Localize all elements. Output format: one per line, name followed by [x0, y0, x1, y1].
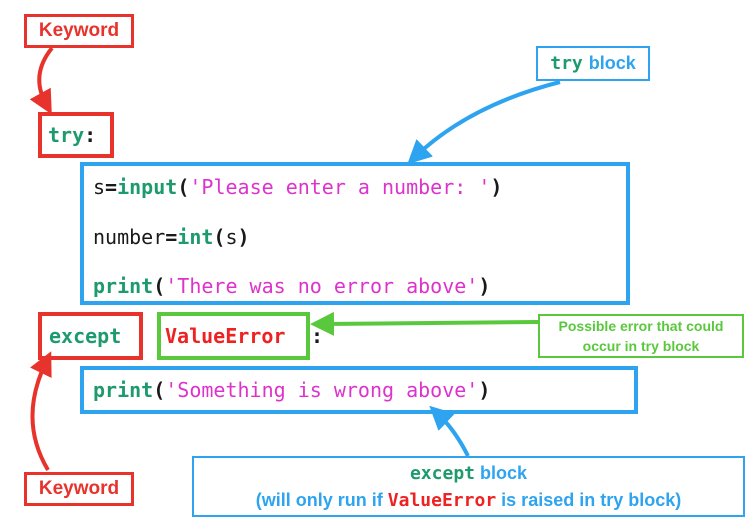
line2-eq: = [165, 225, 178, 249]
except-note-suffix: is raised in try block) [501, 489, 682, 510]
keyword-label-top-text: Keyword [38, 20, 120, 41]
error-arrow [310, 311, 539, 336]
except-colon-wrap: : [311, 321, 323, 351]
line2-open: ( [213, 225, 226, 249]
line2-close: ) [237, 225, 250, 249]
line1-open: ( [177, 175, 190, 199]
possible-error-line2: occur in try block [582, 338, 700, 354]
line1-string: 'Please enter a number: ' [189, 175, 491, 199]
code-line-2: number = int(s) [93, 222, 250, 252]
except-block-note: except block (will only run if ValueErro… [192, 456, 745, 517]
except-block-arrow [429, 405, 470, 457]
line1-eq: = [105, 175, 118, 199]
line1-var: s [93, 175, 106, 199]
error-name-box [157, 312, 310, 360]
keyword-label-bottom: Keyword [24, 472, 134, 506]
try-block-label-keyword: try [550, 53, 583, 74]
except-block-note-keyword: except [409, 462, 475, 484]
line2-arg: s [225, 225, 238, 249]
except-block-note-word: block [480, 462, 528, 483]
line2-func: int [177, 225, 214, 249]
keyword-bottom-arrow [29, 351, 52, 472]
try-colon: : [84, 123, 97, 147]
except-block-note-desc: (will only run if ValueError is raised i… [194, 487, 743, 514]
except-note-error: ValueError [387, 489, 497, 511]
possible-error-note: Possible error that could occur in try b… [538, 314, 744, 358]
except-note-prefix: (will only run if [255, 489, 383, 510]
line3-close: ) [478, 274, 491, 298]
line3-open: ( [153, 274, 166, 298]
line1-close: ) [490, 175, 503, 199]
code-line-1: s = input('Please enter a number: ') [93, 172, 502, 202]
except-keyword: except [49, 324, 122, 348]
except-line: except [49, 321, 121, 351]
except-keyword-box [38, 312, 143, 360]
try-keyword-box [38, 112, 114, 158]
try-line: try: [48, 120, 96, 150]
possible-error-line1: Possible error that could [558, 318, 724, 334]
try-block-label: try block [536, 46, 650, 81]
except-colon: : [311, 324, 324, 348]
error-name: ValueError [165, 324, 286, 348]
line4-open: ( [153, 378, 166, 402]
line4-func: print [93, 378, 154, 402]
line3-func: print [93, 274, 154, 298]
line3-string: 'There was no error above' [165, 274, 479, 298]
keyword-label-top: Keyword [24, 14, 134, 48]
code-line-3: print('There was no error above') [93, 271, 490, 301]
try-block-box [80, 162, 630, 305]
try-keyword: try [48, 123, 85, 147]
keyword-top-arrow [29, 46, 54, 115]
line2-var: number [93, 225, 166, 249]
code-line-4: print('Something is wrong above') [93, 375, 490, 405]
try-block-arrow [407, 80, 561, 165]
keyword-label-bottom-text: Keyword [38, 478, 120, 499]
error-line: ValueError [165, 321, 285, 351]
line4-string: 'Something is wrong above' [165, 378, 479, 402]
line4-close: ) [478, 378, 491, 402]
except-block-note-title: except block [194, 460, 743, 487]
except-block-box [80, 366, 638, 414]
try-block-label-word: block [588, 53, 636, 73]
line1-func: input [117, 175, 178, 199]
